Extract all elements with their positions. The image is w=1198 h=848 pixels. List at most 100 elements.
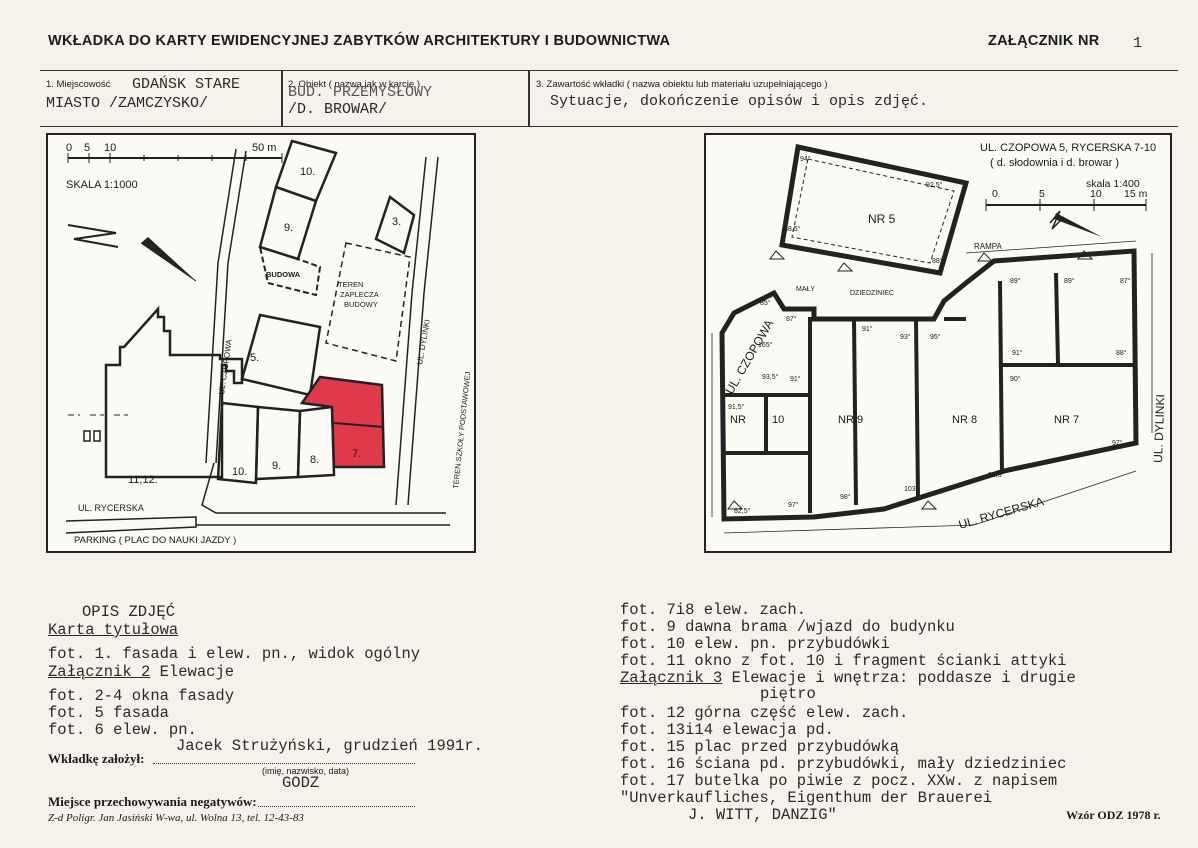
parking-label: PARKING ( PLAC DO NAUKI JAZDY ) <box>74 535 236 546</box>
scale-tick-label: 10 <box>104 142 116 154</box>
annex3-label: Załącznik 3 <box>620 669 723 687</box>
site-plan-frame <box>46 133 476 553</box>
room-label: NR 8 <box>952 414 977 426</box>
street-label-rycerska: UL. RYCERSKA <box>78 503 144 513</box>
svg-text:95°: 95° <box>930 333 941 341</box>
photo-line: fot. 15 plac przed przybudówką <box>620 738 900 756</box>
svg-text:94°: 94° <box>800 155 811 163</box>
courtyard-label: MAŁY <box>796 286 815 293</box>
annex3-rest: Elewacje i wnętrza: poddasze i drugie <box>722 669 1076 687</box>
building-label: 11,12. <box>128 474 158 486</box>
road-edges <box>196 462 450 526</box>
svg-text:88,5°: 88,5° <box>784 225 801 233</box>
room-label: NR 7 <box>1054 414 1079 426</box>
svg-text:97°: 97° <box>788 501 799 509</box>
annex3-line: Załącznik 3 Elewacje i wnętrza: poddasze… <box>620 670 1076 687</box>
photo-line: fot. 16 ściana pd. przybudówki, mały dzi… <box>620 755 1067 773</box>
building-8 <box>296 405 336 479</box>
photo-line: fot. 12 górna część elew. zach. <box>620 704 909 722</box>
photo-line: fot. 5 fasada <box>48 704 169 722</box>
site-backyard-area <box>325 242 411 362</box>
svg-text:87°: 87° <box>1120 277 1131 285</box>
title-card-heading: Karta tytułowa <box>48 621 179 639</box>
svg-text:93,5°: 93,5° <box>762 373 779 381</box>
object-value-line2: /D. BROWAR/ <box>288 101 388 118</box>
location-value-line2: MIASTO /ZAMCZYSKO/ <box>46 95 209 112</box>
budowa-label: BUDOWA <box>266 270 301 279</box>
fields-row: 1. Miejscowość GDAŃSK STARE MIASTO /ZAMC… <box>40 70 1178 127</box>
photo-description-heading: OPIS ZDJĘĆ <box>82 603 176 621</box>
small-structure <box>83 430 91 442</box>
floor-plan-subtitle: ( d. słodownia i d. browar ) <box>990 157 1119 169</box>
building-label: 5. <box>250 352 259 364</box>
annex2-rest: Elewacje <box>150 663 235 681</box>
floor-plan-title: UL. CZOPOWA 5, RYCERSKA 7-10 <box>980 142 1156 154</box>
negatives-storage-label: Miejsce przechowywania negatywów: <box>48 794 257 809</box>
annex2-label: Załącznik 2 <box>48 663 151 681</box>
form-template-note: Wzór ODZ 1978 r. <box>1066 808 1161 822</box>
photo-line: fot. 11 okno z fot. 10 i fragment ściank… <box>620 652 1067 670</box>
teren-zaplecza-label: BUDOWY <box>344 300 378 309</box>
room-label: NR <box>730 414 746 426</box>
construction-area <box>258 245 322 297</box>
teren-zaplecza-label: TEREN <box>338 280 363 289</box>
floor-scale-bar: 0 5 10 15 m <box>985 188 1148 211</box>
building-label: 3. <box>392 216 401 228</box>
svg-text:91°: 91° <box>790 375 801 383</box>
photo-line: fot. 10 elew. pn. przybudówki <box>620 635 890 653</box>
floor-plan: UL. CZOPOWA 5, RYCERSKA 7-10 ( d. słodow… <box>704 133 1172 553</box>
svg-text:82,5°: 82,5° <box>734 507 751 515</box>
internal-walls <box>724 272 1134 513</box>
photo-line: fot. 6 elew. pn. <box>48 721 197 739</box>
building-3 <box>374 194 416 255</box>
svg-text:88°: 88° <box>932 257 943 265</box>
teren-zaplecza-label: ZAPLECZA <box>340 290 379 299</box>
building-label: 8. <box>310 454 319 466</box>
svg-text:88°: 88° <box>1116 349 1127 357</box>
printer-note: Z-d Poligr. Jan Jasiński W-wa, ul. Wolna… <box>48 812 304 824</box>
scale-tick-label: 5 <box>84 142 90 154</box>
floor-scale-text: skala 1:400 <box>1086 178 1140 190</box>
small-structure <box>93 430 101 442</box>
room-label: NR 5 <box>868 212 896 226</box>
organization-value: GODZ <box>282 774 320 792</box>
photo-line: J. WITT, DANZIG" <box>688 806 837 824</box>
angle-annotations: 94° 92,5° 88,5° 88° 85° 87° 89° 89° 87° … <box>728 155 1131 515</box>
object-value-line1: BUD. PRZEMYSŁOWY <box>288 84 433 101</box>
svg-text:97°: 97° <box>1112 439 1123 447</box>
object-label: 2. Obiekt ( nazwa jak w karcie ) <box>288 79 420 90</box>
svg-text:91°: 91° <box>1012 349 1023 357</box>
scale-tick-label: 50 m <box>252 142 276 154</box>
svg-text:90°: 90° <box>1010 375 1021 383</box>
svg-text:89°: 89° <box>1010 277 1021 285</box>
scale-tick-label: 15 m <box>1124 188 1148 200</box>
street-label-dylinki: UL. DYLINKI <box>1151 394 1167 463</box>
svg-text:91,5°: 91,5° <box>728 403 745 411</box>
prepared-by-hint: (imię, nazwisko, data) <box>262 766 350 776</box>
annex2-line: Załącznik 2 Elewacje <box>48 664 234 681</box>
svg-text:98°: 98° <box>840 493 851 501</box>
photo-line: fot. 17 butelka po piwie z pocz. XXw. z … <box>620 772 1058 790</box>
north-arrow-icon <box>1049 210 1102 237</box>
content-value: Sytuacje, dokończenie opisów i opis zdję… <box>550 93 929 110</box>
building-label: 7. <box>352 448 361 460</box>
svg-text:87°: 87° <box>786 315 797 323</box>
negatives-storage-line <box>258 806 415 807</box>
photo-line: "Unverkaufliches, Eigenthum der Brauerei <box>620 789 993 807</box>
north-arrow-icon <box>67 224 197 282</box>
prepared-by-line <box>153 763 415 764</box>
building-label: 10. <box>300 166 315 178</box>
photo-markers <box>727 250 1094 510</box>
annex-number: 1 <box>1133 35 1143 52</box>
building-7-highlighted <box>299 375 386 469</box>
floor-plan-frame <box>704 133 1172 553</box>
building-label: 9. <box>272 460 281 472</box>
prepared-by-value: Jacek Strużyński, grudzień 1991r. <box>176 737 483 755</box>
scale-tick-label: 10 <box>1090 188 1102 200</box>
building-label: 9. <box>284 222 293 234</box>
building-label: 10. <box>232 466 247 478</box>
svg-text:165°: 165° <box>758 341 773 349</box>
svg-text:93°: 93° <box>900 333 911 341</box>
photo-line: fot. 7i8 elew. zach. <box>620 601 807 619</box>
photo-line: fot. 1. fasada i elew. pn., widok ogólny <box>48 645 421 663</box>
